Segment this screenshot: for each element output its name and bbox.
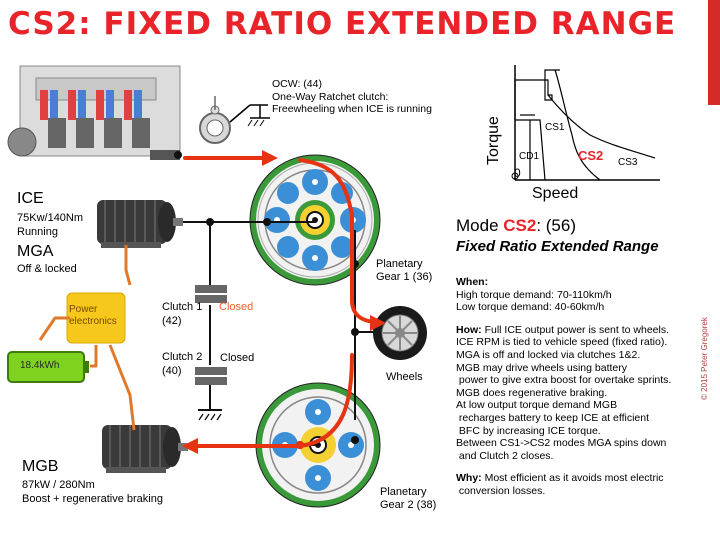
ice-power-flow	[183, 156, 380, 448]
how-line: and Clutch 2 closes.	[456, 449, 554, 462]
ice-engine-icon	[7, 65, 182, 160]
wheels-label: Wheels	[386, 371, 423, 383]
mode-code: CS2	[503, 216, 537, 235]
planetary-2-line-2: Gear 2 (38)	[380, 499, 437, 511]
graph-ylabel: Torque	[485, 116, 502, 165]
planetary-2-line-1: Planetary	[380, 486, 427, 498]
ice-name: ICE	[17, 190, 44, 207]
why-first-line: Why: Most efficient as it avoids most el…	[456, 472, 706, 485]
clutch-2-number: (40)	[162, 365, 182, 377]
how-lines: ICE RPM is tied to vehicle speed (fixed …	[456, 336, 706, 462]
how-line: recharges battery to keep ICE at efficie…	[456, 411, 649, 424]
mgb-state: Boost + regenerative braking	[22, 493, 163, 505]
region-cs1: CS1	[545, 122, 565, 133]
battery-label: 18.4kWh	[20, 360, 60, 371]
planetary-1-line-2: Gear 1 (36)	[376, 271, 433, 283]
clutch-2-name: Clutch 2	[162, 351, 203, 363]
mode-suffix: : (56)	[536, 216, 577, 235]
slide-title: CS2: FIXED RATIO EXTENDED RANGE	[8, 6, 677, 42]
clutch-1-state: Closed	[219, 301, 254, 313]
how-heading: How:	[456, 323, 482, 336]
clutch-1-number: (42)	[162, 315, 182, 327]
planetary-2-label: Planetary Gear 2 (38)	[380, 486, 436, 512]
how-line: Between CS1->CS2 modes MGA spins down	[456, 437, 667, 450]
region-cd1: CD1	[519, 151, 540, 162]
how-line: At low output torque demand MGB	[456, 399, 618, 412]
how-line: BFC by increasing ICE torque.	[456, 424, 601, 437]
power-electronics-label: Power electronics	[69, 304, 117, 327]
ocw-label: OCW: (44) One-Way Ratchet clutch: Freewh…	[272, 78, 432, 116]
clutch-2-symbol	[195, 367, 227, 385]
ice-spec: 75Kw/140Nm	[17, 212, 84, 224]
ice-state: Running	[17, 226, 58, 238]
why-heading: Why:	[456, 472, 482, 485]
when-line: High torque demand: 70-110km/h	[456, 288, 612, 301]
mga-motor-icon	[96, 199, 184, 249]
mgb-spec: 87kW / 280Nm	[22, 479, 95, 491]
clutch-2-state: Closed	[220, 352, 255, 364]
how-line: ICE RPM is tied to vehicle speed (fixed …	[456, 336, 668, 349]
ground-symbol	[198, 413, 222, 421]
battery-icon	[7, 351, 89, 383]
ratchet-clutch-icon	[199, 96, 270, 144]
graph-zero: 0	[514, 166, 521, 180]
region-cs2: CS2	[578, 148, 604, 163]
mga-name: MGA	[17, 243, 54, 260]
ocw-line-3: Freewheeling when ICE is running	[272, 103, 432, 115]
accent-bar	[708, 0, 720, 105]
mode-subtitle: Fixed Ratio Extended Range	[456, 238, 659, 255]
why-lines: conversion losses.	[456, 485, 706, 498]
why-first: Most efficient as it avoids most electri…	[481, 472, 664, 485]
graph-xlabel: Speed	[532, 185, 579, 202]
planetary-1-line-1: Planetary	[376, 258, 423, 270]
planetary-1-label: Planetary Gear 1 (36)	[376, 258, 432, 284]
how-line: MGB does regenerative braking.	[456, 386, 608, 399]
how-line: power to give extra boost for overtake s…	[456, 374, 672, 387]
mode-title: Mode CS2: (56)	[456, 216, 576, 236]
how-first: Full ICE output power is sent to wheels.	[481, 323, 670, 336]
clutch-1-symbol	[195, 285, 227, 303]
when-heading: When:	[456, 276, 489, 288]
when-line: Low torque demand: 40-60km/h	[456, 301, 605, 314]
why-line: conversion losses.	[456, 484, 546, 497]
electric-flow	[38, 245, 136, 431]
mode-prefix: Mode	[456, 216, 504, 235]
flow-arrowheads	[182, 150, 386, 454]
how-first-line: How: Full ICE output power is sent to wh…	[456, 324, 706, 337]
mgb-joint	[296, 441, 304, 449]
torque-speed-graph	[511, 65, 660, 181]
mgb-name: MGB	[22, 458, 59, 475]
how-line: MGB may drive wheels using battery	[456, 361, 627, 374]
mga-state: Off & locked	[17, 263, 77, 275]
region-cs3: CS3	[618, 157, 638, 168]
ocw-line-2: One-Way Ratchet clutch:	[272, 90, 389, 103]
mgb-motor-icon	[101, 424, 189, 474]
wheel-icon	[373, 306, 427, 360]
clutch-1-name: Clutch 1	[162, 301, 203, 313]
ocw-line-1: OCW: (44)	[272, 78, 322, 90]
how-line: MGA is off and locked via clutches 1&2.	[456, 348, 641, 361]
